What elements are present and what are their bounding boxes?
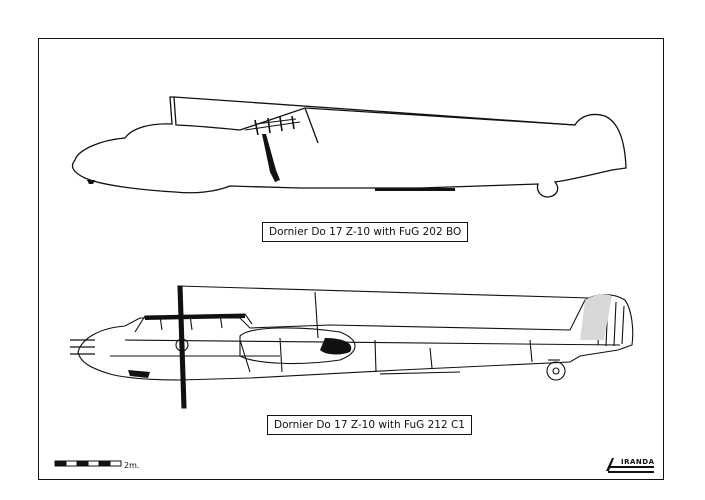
- aircraft-detailed-bottom: [70, 285, 634, 409]
- miranda-logo-icon: [606, 458, 654, 473]
- nose-glazing: [128, 370, 150, 378]
- scale-label: 2m.: [124, 461, 140, 470]
- aircraft-silhouette-top: [71, 96, 627, 198]
- scale-bar: [54, 460, 122, 467]
- antenna-mast: [262, 134, 280, 182]
- nacelle-shade: [320, 338, 352, 355]
- tail-fin-shade: [580, 294, 612, 340]
- canopy-frame: [145, 314, 245, 320]
- bomb-rack: [375, 188, 455, 191]
- drawing-frame: [38, 38, 664, 480]
- brand-text: IRANDA: [621, 458, 655, 466]
- caption-bottom: Dornier Do 17 Z-10 with FuG 212 C1: [267, 415, 472, 435]
- caption-top: Dornier Do 17 Z-10 with FuG 202 BO: [262, 222, 469, 242]
- tail-wheel: [87, 180, 95, 184]
